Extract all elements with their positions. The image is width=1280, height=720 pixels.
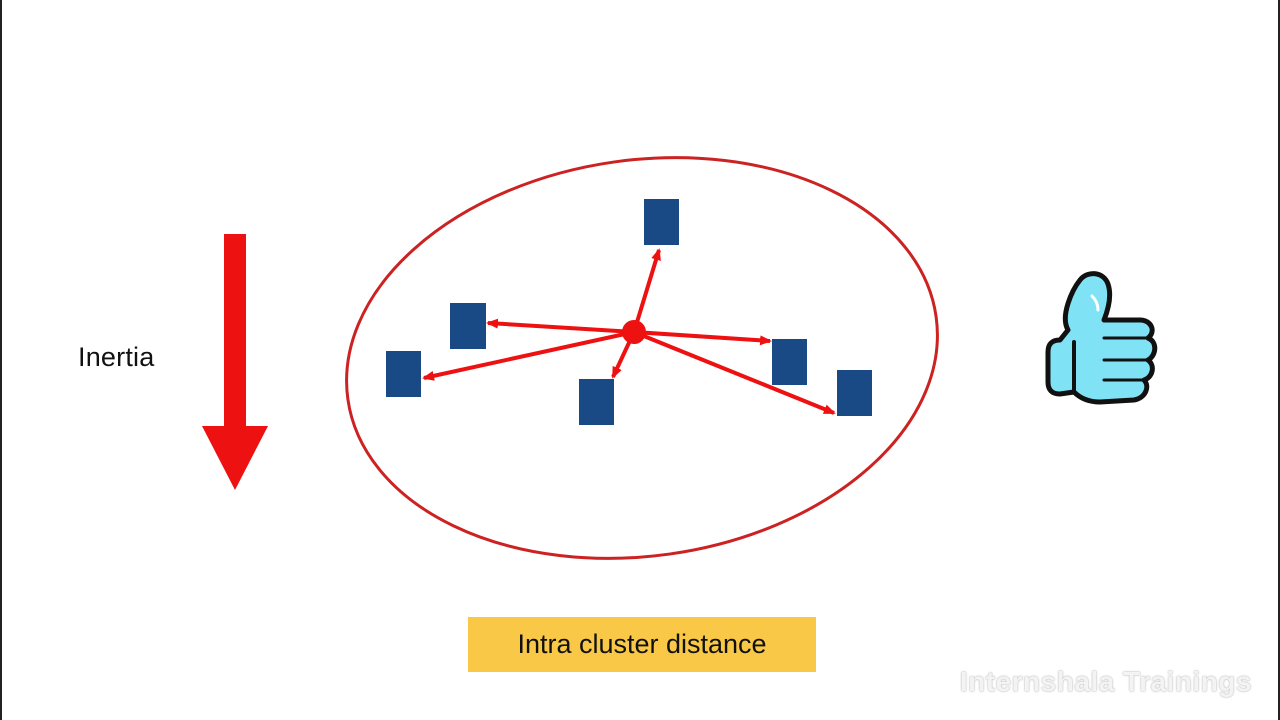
distance-line <box>633 330 772 346</box>
distance-line <box>422 330 635 381</box>
down-arrow-icon <box>202 234 268 490</box>
data-point <box>450 303 486 349</box>
data-point <box>772 339 807 385</box>
data-point <box>386 351 421 397</box>
distance-line <box>633 330 836 415</box>
caption-box: Intra cluster distance <box>468 617 816 672</box>
inertia-label: Inertia <box>78 342 155 372</box>
watermark-text: Internshala Trainings <box>959 666 1252 697</box>
data-points <box>386 199 872 425</box>
frame-left-border <box>0 0 2 720</box>
centroid <box>622 320 646 344</box>
caption-text: Intra cluster distance <box>517 629 767 659</box>
data-point <box>579 379 614 425</box>
distance-line <box>632 248 661 333</box>
distance-lines <box>422 248 836 415</box>
data-point <box>837 370 872 416</box>
data-point <box>644 199 679 245</box>
frame-right-border <box>1278 0 1280 720</box>
distance-line <box>486 318 635 334</box>
thumbs-up-icon <box>1045 271 1158 405</box>
cluster-outline <box>345 156 939 560</box>
